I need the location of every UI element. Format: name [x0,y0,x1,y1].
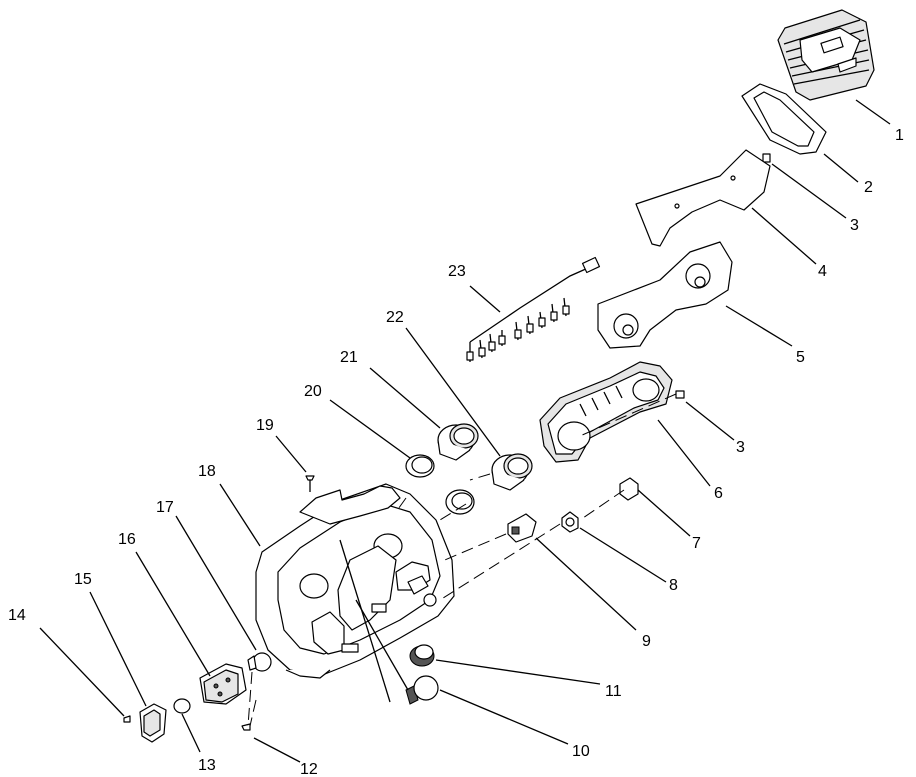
callout-9: 9 [642,633,651,650]
part-19-screw [305,475,315,492]
callout-23: 23 [448,263,466,280]
callout-5: 5 [796,349,805,366]
part-22-gauge [491,453,533,491]
part-3-screw-top [762,153,771,163]
callout-15: 15 [74,571,92,588]
part-6-bezel [539,361,673,463]
part-21-gauge [437,423,479,461]
callout-labels: 1 2 3 4 5 3 6 7 8 9 10 11 12 13 14 15 16… [8,127,904,777]
callout-14: 14 [8,607,26,624]
part-9-rocker-switch [507,513,537,543]
callout-20: 20 [304,383,322,400]
part-15-connector [139,703,167,743]
assembly-lines [247,393,677,727]
callout-1: 1 [895,127,904,144]
part-4-plate [635,149,771,247]
part-20-ring-2 [445,489,475,515]
callout-2: 2 [864,179,873,196]
callout-19: 19 [256,417,274,434]
part-17-bulb [247,652,272,672]
part-18-dash-panel [255,483,455,679]
callout-18: 18 [198,463,216,480]
callout-13: 13 [198,757,216,774]
callout-12: 12 [300,761,318,777]
part-10-lamp [405,675,439,705]
part-1-boot [777,9,875,101]
part-3-screw-mid [675,390,685,399]
callout-7: 7 [692,535,701,552]
leader-lines [39,99,891,763]
part-23-harness [466,256,601,362]
callout-16: 16 [118,531,136,548]
callout-6: 6 [714,485,723,502]
part-8-nut [561,511,579,533]
part-20-ring [405,454,435,478]
part-16-module [199,663,247,705]
callout-4: 4 [818,263,827,280]
part-11-knob [409,644,435,667]
part-5-plate [597,241,733,349]
part-13-cap [173,698,191,714]
callout-17: 17 [156,499,174,516]
callout-11: 11 [605,683,622,700]
callout-10: 10 [572,743,590,760]
part-7-switch [619,477,639,501]
part-2-ring [741,83,827,155]
callout-8: 8 [669,577,678,594]
callout-22: 22 [386,309,404,326]
callout-3-mid: 3 [736,439,745,456]
part-12-screw [241,723,251,731]
part-14-screw [123,715,131,723]
callout-21: 21 [340,349,358,366]
callout-3-top: 3 [850,217,859,234]
